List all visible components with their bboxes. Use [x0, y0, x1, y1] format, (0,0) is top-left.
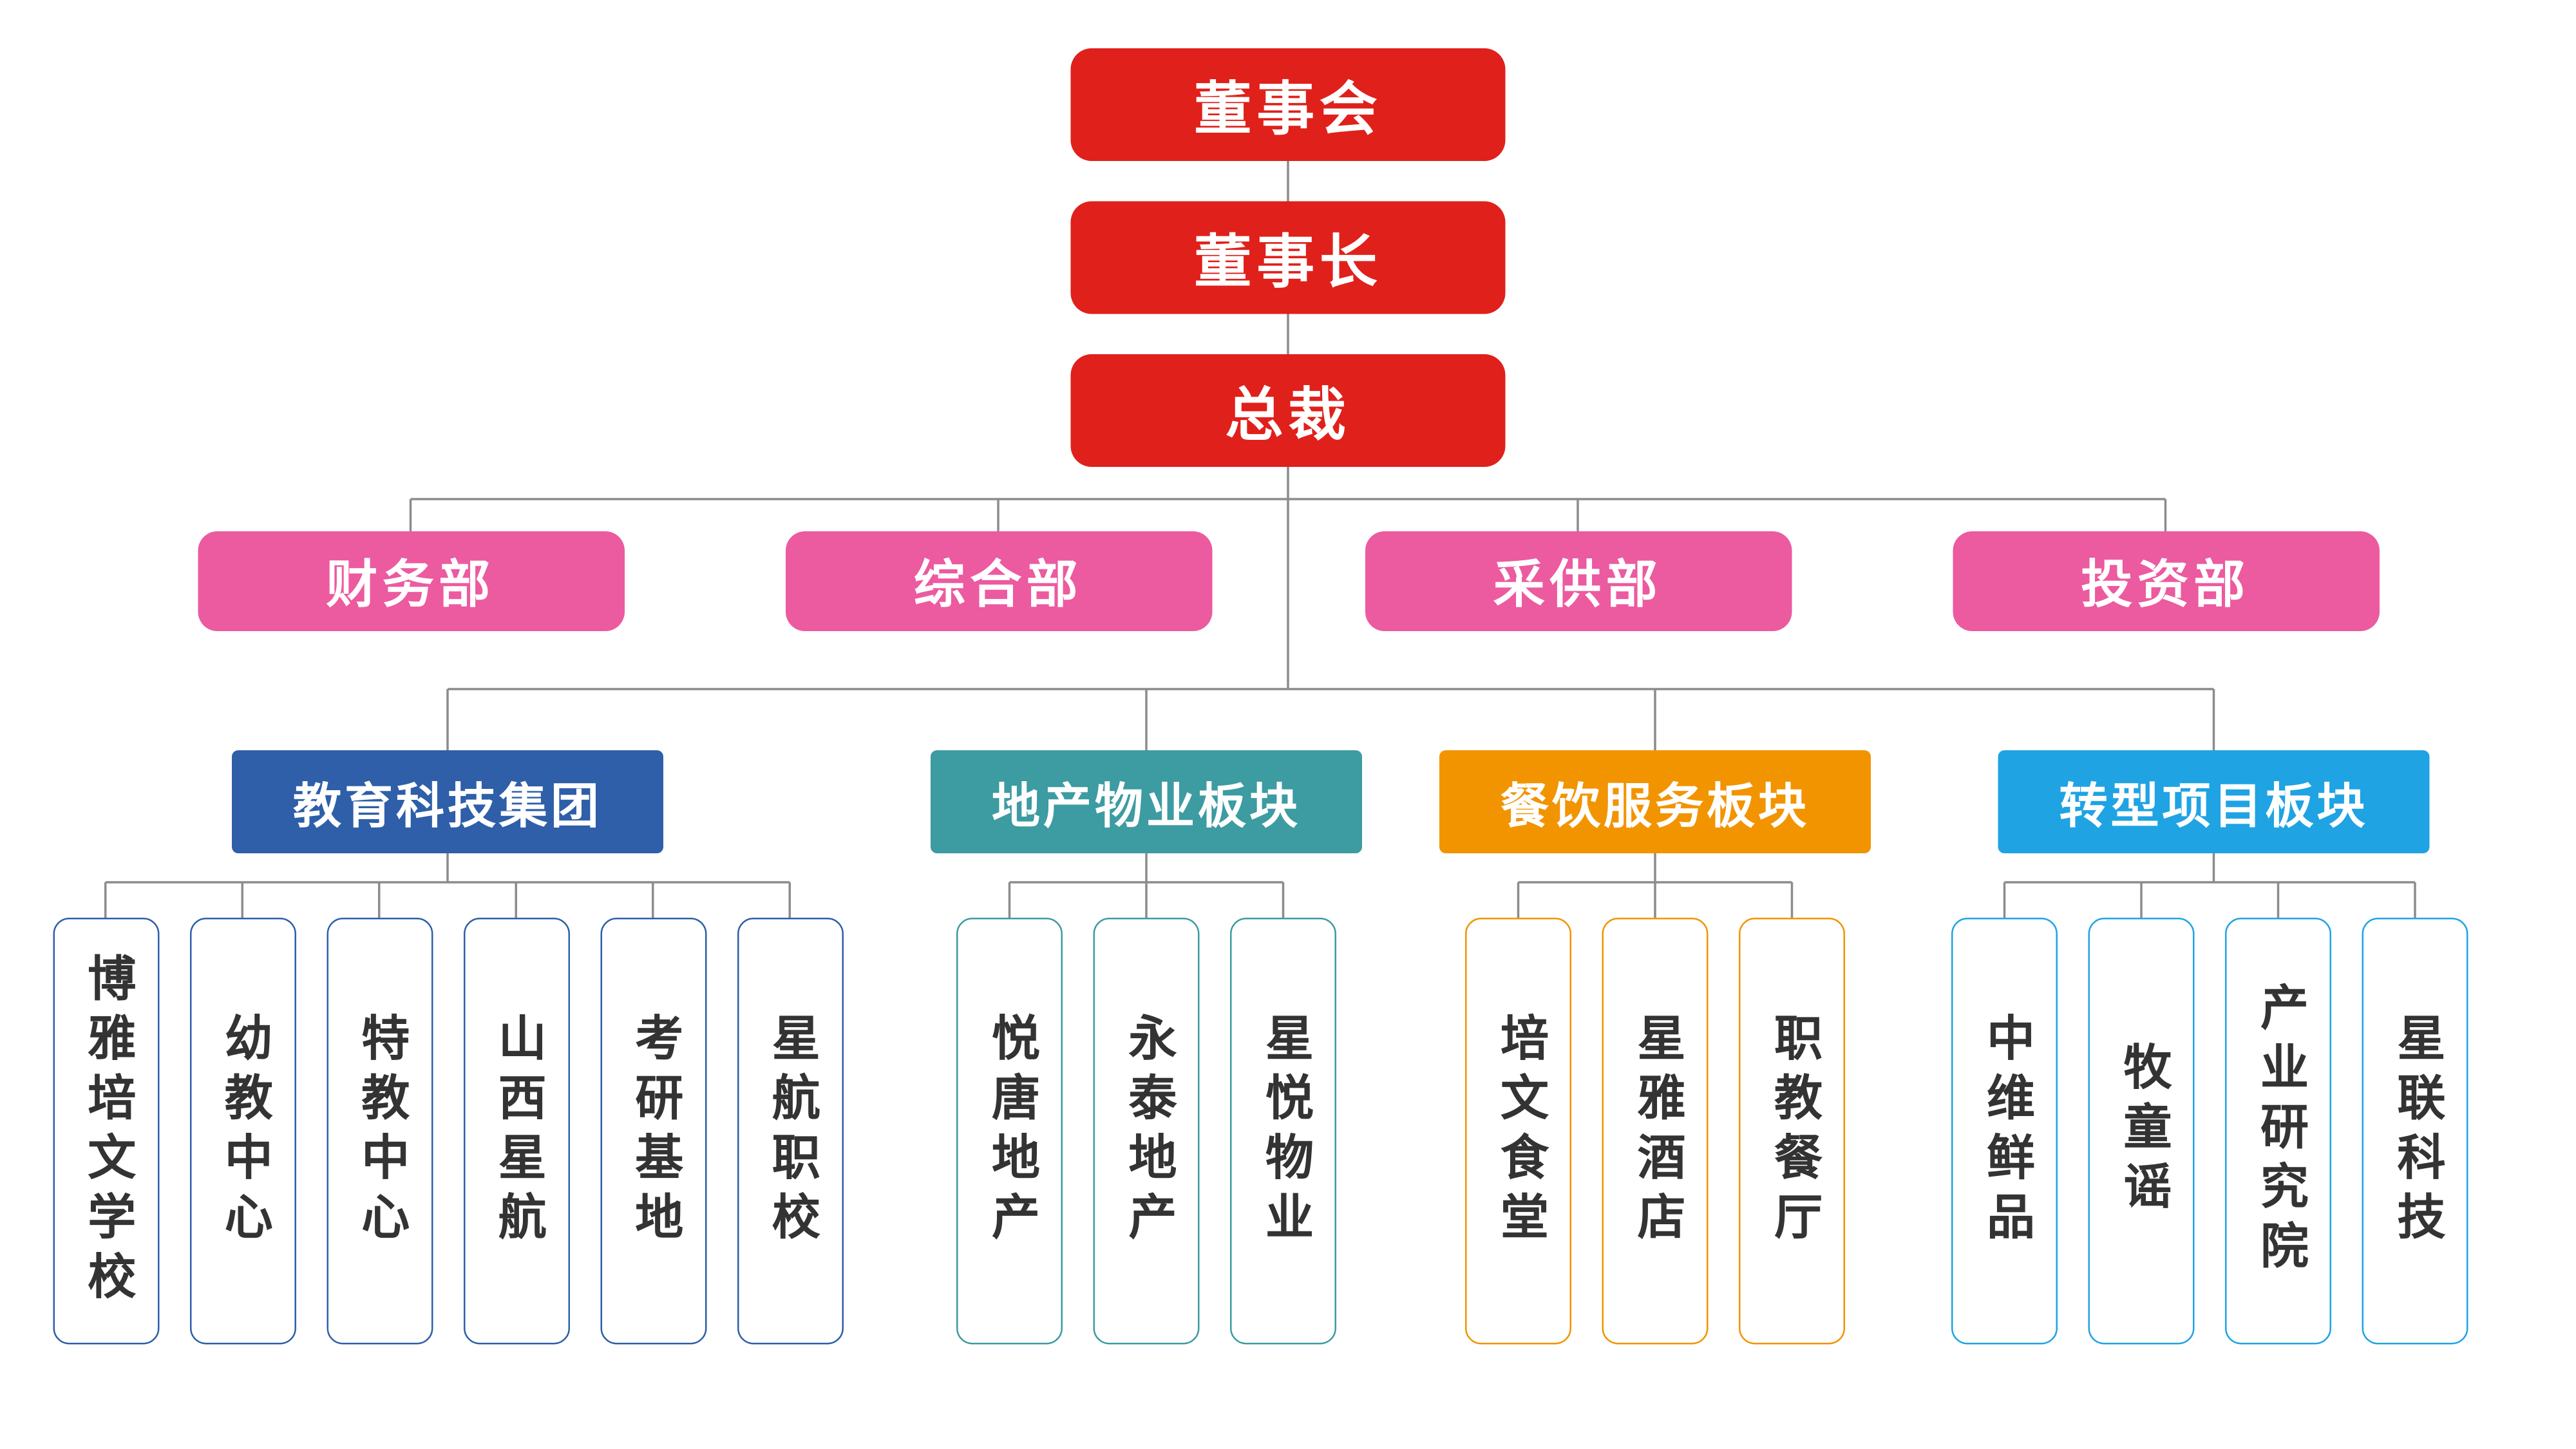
subsidiary-node: 培文食堂	[1465, 918, 1571, 1345]
transformation-project-group-node: 转型项目板块	[1998, 750, 2430, 853]
subsidiary-node: 职教餐厅	[1739, 918, 1845, 1345]
node-label: 转型项目板块	[2059, 781, 2369, 835]
subsidiary-label: 幼教中心	[216, 1012, 270, 1251]
subsidiary-label: 产业研究院	[2252, 982, 2306, 1280]
subsidiary-node: 星雅酒店	[1602, 918, 1709, 1345]
subsidiary-node: 幼教中心	[189, 918, 296, 1345]
subsidiary-node: 永泰地产	[1093, 918, 1200, 1345]
subsidiary-label: 悦唐地产	[983, 1012, 1037, 1251]
subsidiary-label: 山西星航	[490, 1012, 544, 1251]
node-label: 财务部	[326, 555, 495, 614]
subsidiary-label: 星联科技	[2389, 1012, 2443, 1251]
subsidiary-label: 考研基地	[627, 1012, 681, 1251]
node-label: 地产物业板块	[992, 781, 1301, 835]
subsidiary-node: 星联科技	[2362, 918, 2468, 1345]
node-label: 董事会	[1193, 75, 1383, 142]
procurement-dept-node: 采供部	[1364, 531, 1792, 631]
node-label: 董事长	[1193, 229, 1383, 295]
node-label: 采供部	[1493, 555, 1663, 614]
investment-dept-node: 投资部	[1952, 531, 2379, 631]
subsidiary-label: 中维鲜品	[1978, 1012, 2032, 1251]
node-label: 总裁	[1225, 381, 1351, 448]
general-affairs-dept-node: 综合部	[784, 531, 1212, 631]
board-of-directors-node: 董事会	[1070, 48, 1506, 161]
subsidiary-node: 考研基地	[600, 918, 706, 1345]
subsidiary-node: 特教中心	[326, 918, 433, 1345]
chairman-node: 董事长	[1070, 201, 1506, 314]
subsidiary-label: 牧童谣	[2116, 1041, 2169, 1221]
subsidiary-node: 悦唐地产	[956, 918, 1063, 1345]
subsidiary-label: 职教餐厅	[1766, 1012, 1820, 1251]
node-label: 教育科技集团	[293, 781, 602, 835]
subsidiary-node: 产业研究院	[2225, 918, 2331, 1345]
subsidiary-node: 山西星航	[462, 918, 569, 1345]
catering-service-group-node: 餐饮服务板块	[1439, 750, 1871, 853]
subsidiary-label: 星航职校	[764, 1012, 817, 1251]
subsidiary-label: 星雅酒店	[1629, 1012, 1683, 1251]
subsidiary-node: 博雅培文学校	[52, 918, 159, 1345]
node-label: 餐饮服务板块	[1501, 781, 1810, 835]
subsidiary-node: 中维鲜品	[1951, 918, 2058, 1345]
node-label: 投资部	[2081, 555, 2250, 614]
subsidiary-label: 永泰地产	[1121, 1012, 1174, 1251]
subsidiary-label: 培文食堂	[1492, 1012, 1546, 1251]
president-node: 总裁	[1070, 354, 1506, 467]
subsidiary-label: 博雅培文学校	[79, 952, 133, 1310]
subsidiary-node: 牧童谣	[2088, 918, 2195, 1345]
finance-dept-node: 财务部	[197, 531, 624, 631]
subsidiary-node: 星悦物业	[1230, 918, 1336, 1345]
education-tech-group-node: 教育科技集团	[232, 750, 663, 853]
real-estate-group-node: 地产物业板块	[931, 750, 1362, 853]
node-label: 综合部	[913, 555, 1083, 614]
subsidiary-node: 星航职校	[736, 918, 843, 1345]
subsidiary-label: 星悦物业	[1257, 1012, 1311, 1251]
subsidiary-label: 特教中心	[353, 1012, 407, 1251]
